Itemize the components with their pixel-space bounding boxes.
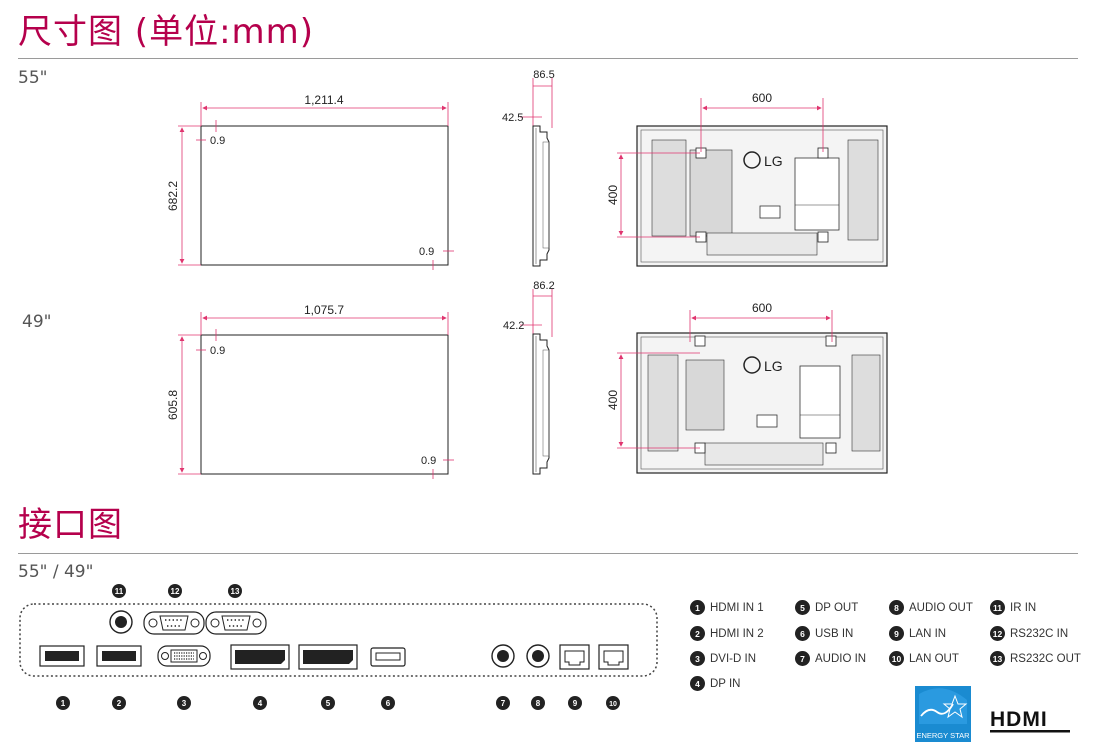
vesa-h-49: 600	[752, 301, 772, 315]
depth-panel-55: 42.5	[502, 112, 523, 124]
badge-6: 6	[386, 699, 391, 708]
usb-port	[370, 647, 406, 667]
badge-3: 3	[182, 699, 187, 708]
side-view-49: 86.2 42.2	[503, 280, 555, 475]
badge-5: 5	[326, 699, 331, 708]
bezel-bottom-49: 0.9	[421, 455, 436, 467]
front-view-49: 1,075.7 605.8 0.9 0.9	[166, 303, 454, 479]
depth-total-49: 86.2	[533, 280, 554, 292]
dimensions-title: 尺寸图 (单位:mm)	[18, 12, 315, 52]
ir-in-port	[109, 610, 133, 634]
rs232c-out-port	[205, 611, 267, 635]
height-55: 682.2	[166, 181, 180, 211]
front-view-55: 1,211.4 682.2 0.9 0.9	[166, 93, 454, 270]
vesa-h-55: 600	[752, 91, 772, 105]
dp-in-port	[230, 644, 290, 670]
dvi-port	[157, 645, 211, 667]
badge-11: 11	[115, 587, 124, 596]
height-49: 605.8	[166, 390, 180, 420]
hdmi-logo: HDMI	[990, 708, 1070, 733]
badge-2: 2	[117, 699, 122, 708]
badge-8: 8	[536, 699, 541, 708]
badge-12: 12	[171, 587, 180, 596]
lan-out-port	[598, 644, 629, 670]
rear-view-55: LG 600 400	[606, 91, 888, 267]
bezel-top-49: 0.9	[210, 345, 225, 357]
badge-9: 9	[573, 699, 578, 708]
audio-in-port	[491, 644, 515, 668]
bezel-bottom-55: 0.9	[419, 246, 434, 258]
bezel-top-55: 0.9	[210, 135, 225, 147]
hdmi-port-1	[39, 645, 85, 667]
audio-out-port	[526, 644, 550, 668]
side-view-55: 86.5 42.5	[502, 69, 555, 267]
energy-star-logo: ENERGY STAR	[915, 686, 971, 742]
divider	[18, 58, 1078, 59]
depth-total-55: 86.5	[533, 69, 554, 81]
model-49-label: 49"	[22, 312, 52, 332]
vesa-v-49: 400	[606, 390, 620, 410]
hdmi-text: HDMI	[990, 708, 1048, 731]
ports-title: 接口图	[18, 505, 123, 545]
rs232c-in-port	[143, 611, 205, 635]
rear-view-49: LG 600 400	[606, 301, 888, 474]
width-49: 1,075.7	[304, 303, 344, 317]
lan-in-port	[559, 644, 590, 670]
dp-out-port	[298, 644, 358, 670]
port-panel	[19, 603, 658, 677]
depth-panel-49: 42.2	[503, 320, 524, 332]
port-number-badges: 11 12 13 1 2 3 4 5 6 7 8 9 10	[56, 584, 620, 710]
energy-star-text: ENERGY STAR	[916, 731, 970, 740]
hdmi-port-2	[96, 645, 142, 667]
model-55-label: 55"	[18, 68, 48, 88]
badge-10: 10	[609, 701, 617, 708]
badge-7: 7	[501, 699, 506, 708]
lg-logo-49: LG	[764, 358, 783, 374]
divider	[18, 553, 1078, 554]
ports-model-label: 55" / 49"	[18, 562, 94, 582]
badge-4: 4	[258, 699, 263, 708]
badge-13: 13	[231, 587, 240, 596]
vesa-v-55: 400	[606, 185, 620, 205]
badge-1: 1	[61, 699, 66, 708]
width-55: 1,211.4	[304, 93, 343, 107]
lg-logo-55: LG	[764, 153, 783, 169]
